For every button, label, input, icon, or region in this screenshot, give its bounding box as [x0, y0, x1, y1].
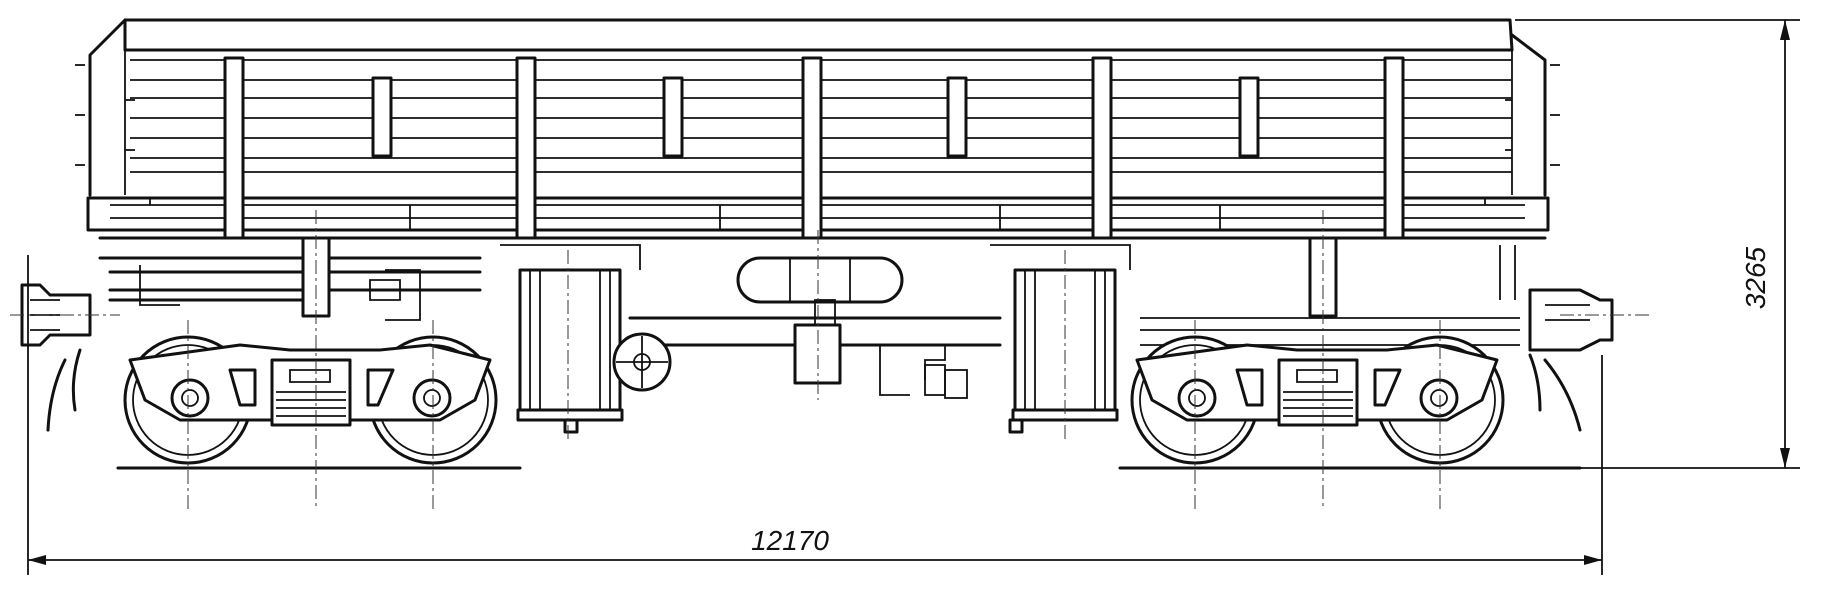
coupler-right [1528, 288, 1614, 432]
brake-handwheel [612, 332, 672, 392]
bogie-right [1118, 335, 1582, 470]
stanchions [223, 56, 1405, 240]
length-dimension-label: 12170 [751, 525, 829, 556]
dimension-height [1515, 19, 1800, 469]
door-cylinder-left [500, 244, 641, 434]
dimension-length [27, 255, 1603, 575]
height-dimension-label: 3265 [1740, 246, 1771, 309]
air-reservoir [736, 256, 904, 304]
coupler-left [20, 283, 92, 432]
centerlines [10, 210, 1650, 510]
bogie-left [116, 335, 522, 470]
door-cylinder-right [990, 244, 1131, 434]
brake-equipment [793, 299, 968, 399]
